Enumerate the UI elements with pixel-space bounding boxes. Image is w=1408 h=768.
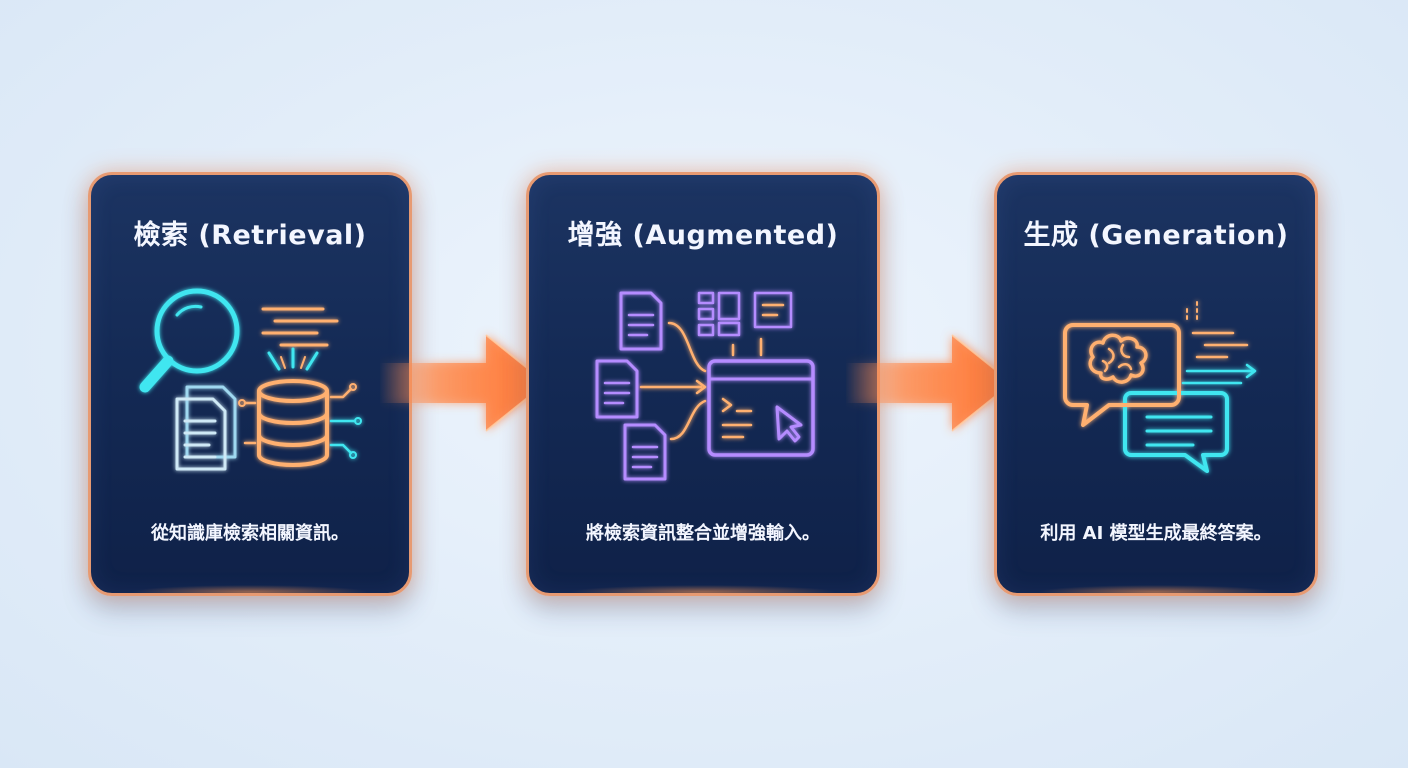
step-card-retrieval: 檢索 (Retrieval)	[88, 172, 412, 596]
step-description: 將檢索資訊整合並增強輸入。	[586, 523, 820, 544]
step-title: 檢索 (Retrieval)	[133, 220, 367, 251]
step-description: 從知識庫檢索相關資訊。	[151, 523, 349, 544]
ai-brain-chat-icon	[1063, 298, 1257, 473]
step-card-augmented: 增強 (Augmented)	[526, 172, 880, 596]
step-card-generation: 生成 (Generation)	[994, 172, 1318, 596]
step-title: 增強 (Augmented)	[567, 220, 839, 251]
search-database-icon	[139, 288, 362, 471]
documents-merge-icon	[595, 291, 815, 481]
step-title: 生成 (Generation)	[1023, 220, 1289, 251]
step-description: 利用 AI 模型生成最終答案。	[1040, 523, 1272, 544]
